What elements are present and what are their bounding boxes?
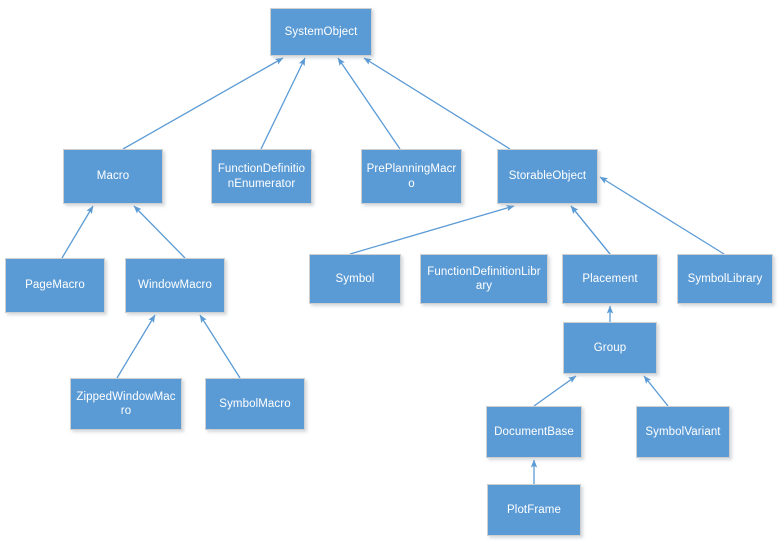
class-node-label: FunctionDefinitionEnumerator bbox=[217, 163, 306, 190]
inheritance-edge-symbolmacro-to-windowmacro bbox=[199, 314, 241, 379]
class-node-documentbase[interactable]: DocumentBase bbox=[486, 406, 582, 458]
inheritance-edge-functiondefinitionlibrary-to-storableobject bbox=[570, 205, 611, 255]
class-node-group[interactable]: Group bbox=[563, 322, 657, 374]
class-node-label: SystemObject bbox=[284, 25, 358, 38]
inheritance-edge-storableobject-to-systemobject bbox=[363, 57, 511, 150]
class-node-label: Macro bbox=[96, 170, 130, 183]
class-node-label: Symbol bbox=[335, 272, 375, 285]
inheritance-edge-documentbase-to-group bbox=[533, 375, 577, 407]
inheritance-edge-symbolvariant-to-group bbox=[643, 375, 669, 407]
class-node-label: ZippedWindowMacro bbox=[76, 390, 176, 417]
inheritance-edge-symbol-to-storableobject bbox=[349, 205, 515, 255]
class-node-symbolmacro[interactable]: SymbolMacro bbox=[205, 378, 305, 430]
inheritance-edge-macro-to-systemobject bbox=[122, 57, 284, 150]
class-node-label: SymbolLibrary bbox=[687, 272, 763, 285]
class-node-symbollibrary[interactable]: SymbolLibrary bbox=[677, 254, 773, 304]
class-node-label: SymbolVariant bbox=[645, 425, 721, 438]
class-node-functiondefinitionenumerator[interactable]: FunctionDefinitionEnumerator bbox=[211, 149, 312, 204]
class-node-label: SymbolMacro bbox=[219, 397, 291, 410]
class-node-preplanningmacro[interactable]: PrePlanningMacro bbox=[361, 149, 462, 204]
class-node-systemobject[interactable]: SystemObject bbox=[270, 8, 372, 56]
class-node-label: WindowMacro bbox=[138, 279, 212, 292]
inheritance-edge-pagemacro-to-macro bbox=[61, 205, 94, 259]
class-node-windowmacro[interactable]: WindowMacro bbox=[125, 258, 225, 313]
class-node-zippedwindowmacro[interactable]: ZippedWindowMacro bbox=[70, 378, 182, 430]
class-node-label: FunctionDefinitionLibrary bbox=[427, 265, 541, 292]
class-node-functiondefinitionlibrary[interactable]: FunctionDefinitionLibrary bbox=[420, 254, 548, 304]
class-node-pagemacro[interactable]: PageMacro bbox=[5, 258, 105, 313]
class-node-symbolvariant[interactable]: SymbolVariant bbox=[636, 406, 730, 458]
inheritance-edge-zippedwindowmacro-to-windowmacro bbox=[116, 314, 156, 379]
inheritance-edge-symbollibrary-to-storableobject bbox=[599, 176, 725, 255]
class-node-macro[interactable]: Macro bbox=[63, 149, 163, 204]
class-node-placement[interactable]: Placement bbox=[562, 254, 658, 304]
class-node-label: StorableObject bbox=[508, 170, 587, 183]
class-node-label: PlotFrame bbox=[507, 503, 561, 516]
class-node-storableobject[interactable]: StorableObject bbox=[497, 149, 598, 204]
class-node-plotframe[interactable]: PlotFrame bbox=[487, 484, 581, 536]
class-node-label: Placement bbox=[582, 272, 638, 285]
inheritance-edge-windowmacro-to-macro bbox=[133, 205, 186, 259]
class-node-label: PageMacro bbox=[25, 279, 85, 292]
class-node-symbol[interactable]: Symbol bbox=[309, 254, 401, 304]
inheritance-edge-preplanningmacro-to-systemobject bbox=[337, 57, 401, 150]
inheritance-edge-functiondefinitionenumerator-to-systemobject bbox=[260, 57, 306, 150]
class-node-label: PrePlanningMacro bbox=[366, 163, 457, 190]
inheritance-edge-placement-to-storableobject bbox=[570, 205, 611, 255]
class-node-label: Group bbox=[593, 341, 627, 354]
class-node-label: DocumentBase bbox=[494, 425, 574, 438]
